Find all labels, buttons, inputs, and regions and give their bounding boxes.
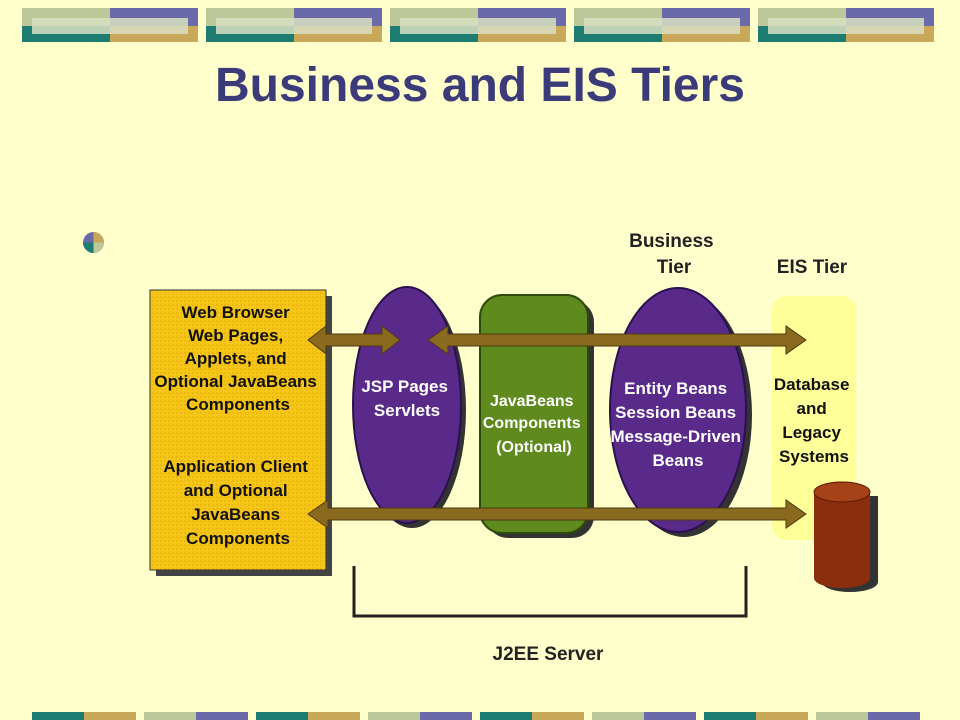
client-web-line: Components bbox=[186, 395, 290, 414]
decor-tile bbox=[758, 8, 934, 42]
client-box bbox=[149, 289, 327, 571]
client-web-line: Optional JavaBeans bbox=[154, 372, 317, 391]
ejb-text: Entity Beans Session Beans Message-Drive… bbox=[610, 379, 745, 470]
server-bracket bbox=[352, 566, 748, 618]
jsp-text: JSP Pages Servlets bbox=[361, 377, 452, 420]
javabeans-line: (Optional) bbox=[496, 439, 572, 456]
eis-box bbox=[772, 296, 856, 540]
arrow-jsp-eis bbox=[427, 325, 807, 355]
client-web-line: Applets, and bbox=[185, 349, 287, 368]
javabeans-line: JavaBeans bbox=[490, 393, 574, 410]
ejb-line: Beans bbox=[652, 451, 703, 470]
ejb-line: Message-Driven bbox=[610, 427, 740, 446]
top-decoration bbox=[22, 8, 934, 42]
database-icon bbox=[813, 481, 878, 592]
eis-line: Systems bbox=[779, 447, 849, 466]
client-web-line: Web Pages, bbox=[188, 326, 283, 345]
eis-line: Database bbox=[774, 375, 850, 394]
client-web-text: Web Browser Web Pages, Applets, and Opti… bbox=[154, 303, 321, 414]
decor-tile bbox=[206, 8, 382, 42]
jsp-line: JSP Pages bbox=[361, 377, 448, 396]
client-app-line: and Optional bbox=[184, 481, 288, 500]
eis-line: Legacy bbox=[782, 423, 841, 442]
eis-text: Database and Legacy Systems bbox=[774, 375, 854, 466]
decor-tile bbox=[22, 8, 198, 42]
eis-tier-label: EIS Tier bbox=[777, 257, 848, 278]
jsp-line: Servlets bbox=[374, 401, 440, 420]
javabeans-box bbox=[479, 294, 589, 534]
arrow-client-eis bbox=[307, 499, 807, 529]
ejb-line: Entity Beans bbox=[624, 379, 727, 398]
ejb-line: Session Beans bbox=[615, 403, 736, 422]
client-app-line: Application Client bbox=[163, 457, 308, 476]
client-app-line: JavaBeans bbox=[191, 505, 280, 524]
client-web-line: Web Browser bbox=[181, 303, 290, 322]
eis-line: and bbox=[797, 399, 827, 418]
business-tier-label: Business Tier bbox=[629, 231, 719, 278]
bullet-icon bbox=[83, 232, 104, 253]
client-app-line: Components bbox=[186, 529, 290, 548]
business-tier-line: Tier bbox=[657, 257, 692, 278]
bottom-decoration bbox=[32, 712, 920, 720]
client-app-text: Application Client and Optional JavaBean… bbox=[163, 457, 312, 548]
javabeans-text: JavaBeans Components (Optional) bbox=[483, 393, 585, 456]
arrow-client-jsp bbox=[307, 324, 401, 356]
ejb-ellipse bbox=[609, 287, 747, 533]
decor-tile bbox=[574, 8, 750, 42]
javabeans-line: Components bbox=[483, 415, 581, 432]
business-tier-line: Business bbox=[629, 231, 713, 252]
decor-tile bbox=[390, 8, 566, 42]
slide-title: Business and EIS Tiers bbox=[215, 59, 745, 112]
server-label: J2EE Server bbox=[493, 644, 605, 665]
